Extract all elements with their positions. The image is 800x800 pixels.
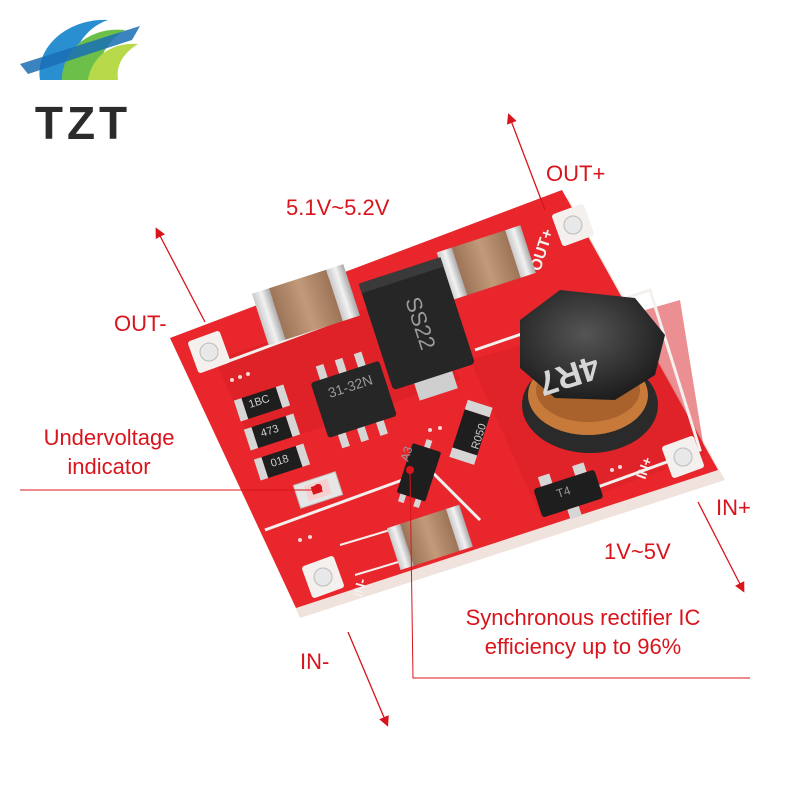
resistor-r050 [449, 399, 493, 465]
resistor-473 [243, 413, 301, 451]
label-rectifier-line1: Synchronous rectifier IC [465, 605, 701, 630]
transistor-t4 [534, 462, 603, 520]
resistor-018-marking: 018 [269, 453, 290, 470]
label-in-plus: IN+ [716, 495, 751, 520]
label-undervoltage-line1: Undervoltage [43, 425, 175, 450]
transistor-marking: T4 [555, 483, 573, 501]
pcb-label-in-plus: IN+ [633, 455, 656, 481]
arrow-in-minus [347, 631, 389, 727]
capacitor-out [251, 264, 360, 346]
resistor-018 [253, 443, 311, 481]
resistor-1bc [233, 384, 291, 422]
logo-text: TZT [34, 97, 132, 149]
arrow-out-minus [155, 227, 206, 323]
diode-ss22 [358, 257, 475, 401]
label-input-voltage: 1V~5V [604, 539, 671, 564]
inductor [520, 290, 665, 453]
logo-mark [20, 19, 140, 80]
resistor-473-marking: 473 [259, 423, 280, 440]
label-rectifier-line2: efficiency up to 96% [484, 633, 682, 659]
label-undervoltage-line2: indicator [67, 453, 151, 479]
capacitor-out-2 [436, 225, 536, 301]
arrow-in-plus [697, 501, 745, 593]
label-output-voltage: 5.1V~5.2V [286, 195, 390, 220]
label-out-plus: OUT+ [546, 161, 606, 186]
label-rectifier: Synchronous rectifier IC efficiency up t… [420, 604, 746, 661]
label-in-minus: IN- [300, 649, 330, 674]
rectifier-ic-marking: A3 [398, 444, 416, 463]
rectifier-ic [397, 439, 441, 509]
pcb-label-in-minus: IN- [349, 576, 369, 598]
leader-rectifier [409, 469, 750, 679]
arrow-out-plus [506, 113, 546, 211]
boost-ic [311, 351, 397, 449]
label-out-minus: OUT- [114, 311, 167, 336]
leader-undervoltage-dot [314, 484, 322, 492]
label-undervoltage-indicator: Undervoltage indicator [24, 424, 194, 481]
capacitor-in [386, 504, 473, 571]
leader-rectifier-dot [406, 466, 414, 474]
